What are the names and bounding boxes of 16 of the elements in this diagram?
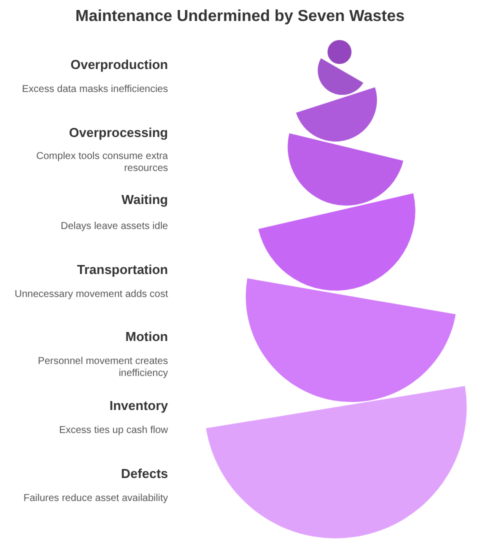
waste-heading: Waiting xyxy=(122,192,168,208)
waste-description: Failures reduce asset availability xyxy=(23,493,168,505)
diagram-title: Maintenance Undermined by Seven Wastes xyxy=(75,7,405,27)
waste-description: Personnel movement creates inefficiency xyxy=(36,356,168,380)
waste-description: Excess ties up cash flow xyxy=(59,425,168,437)
waste-description: Complex tools consume extra resources xyxy=(35,151,168,175)
waste-heading: Inventory xyxy=(109,398,168,414)
waste-heading: Overproduction xyxy=(70,57,168,73)
waste-heading: Motion xyxy=(125,329,168,345)
waste-description: Unnecessary movement adds cost xyxy=(14,289,168,301)
waste-description: Excess data masks inefficiencies xyxy=(22,84,168,96)
top-circle xyxy=(328,40,352,64)
waste-heading: Transportation xyxy=(76,262,168,278)
waste-description: Delays leave assets idle xyxy=(60,221,168,233)
waste-heading: Defects xyxy=(121,466,168,482)
waste-heading: Overprocessing xyxy=(69,125,168,141)
